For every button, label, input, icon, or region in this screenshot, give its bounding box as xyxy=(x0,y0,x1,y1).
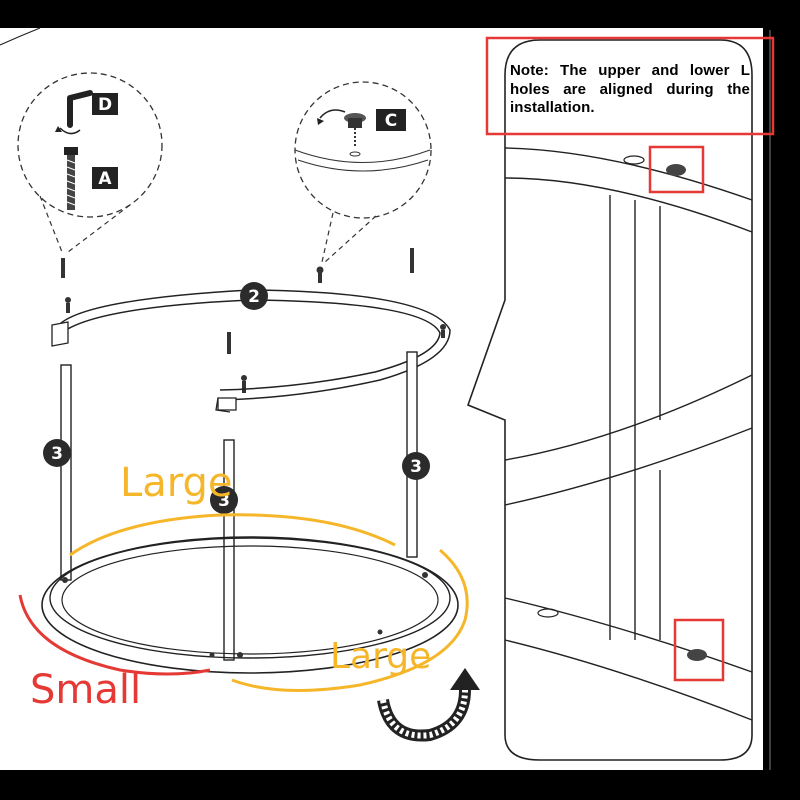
annotation-small: Small xyxy=(30,667,141,713)
part-c-label: C xyxy=(385,111,397,131)
part-c-label-box xyxy=(376,109,406,131)
cam-lock-icon xyxy=(344,113,366,157)
annotation-large-bottom: Large xyxy=(330,636,431,677)
leg-left xyxy=(60,364,72,581)
lower-hole-highlight xyxy=(673,618,725,682)
installation-note: Note: The upper and lower L holes are al… xyxy=(510,62,750,116)
lower-ring-outer xyxy=(41,536,459,674)
upper-ring-inner xyxy=(54,299,441,391)
edge-mark xyxy=(0,27,41,46)
detail-circle-screw: D A xyxy=(17,72,163,253)
badge-part-3-left: 3 xyxy=(43,439,71,467)
svg-text:2: 2 xyxy=(248,287,260,307)
svg-text:3: 3 xyxy=(218,491,230,511)
callout-panel xyxy=(466,36,775,761)
annotation-large-top: Large xyxy=(120,460,233,506)
leg-center xyxy=(223,439,235,661)
rotate-arrow-icon xyxy=(377,668,480,742)
annotation-red-left-arc xyxy=(18,594,211,676)
screw-top-right xyxy=(410,248,414,273)
part-a-label: A xyxy=(98,169,112,189)
detail-circle-washer: C xyxy=(294,81,432,263)
allen-key-icon xyxy=(67,90,93,128)
lower-ring-inner xyxy=(49,537,451,659)
part-d-label-box xyxy=(92,93,118,115)
annotation-yellow-right-arc xyxy=(231,548,469,692)
table-frame: 2 3 3 3 xyxy=(41,248,480,742)
cam-top xyxy=(316,266,324,274)
part-d-label: D xyxy=(98,95,112,115)
badge-part-2: 2 xyxy=(240,282,268,310)
note-highlight-box xyxy=(485,36,775,136)
part-a-label-box xyxy=(92,167,118,189)
hand-annotations: Large Large Small xyxy=(18,460,469,713)
cam-lock-upper xyxy=(666,164,686,176)
svg-text:3: 3 xyxy=(410,457,422,477)
screw-icon xyxy=(64,147,78,210)
badge-part-3-center: 3 xyxy=(210,486,238,514)
upper-hole-highlight xyxy=(648,145,705,194)
screw-top-left xyxy=(61,258,65,278)
screw-center xyxy=(227,332,231,354)
svg-text:3: 3 xyxy=(51,444,63,464)
annotation-yellow-top-arc xyxy=(69,513,396,557)
badge-part-3-right: 3 xyxy=(402,452,430,480)
cam-lock-lower xyxy=(687,649,707,661)
upper-ring-outer xyxy=(54,289,451,401)
